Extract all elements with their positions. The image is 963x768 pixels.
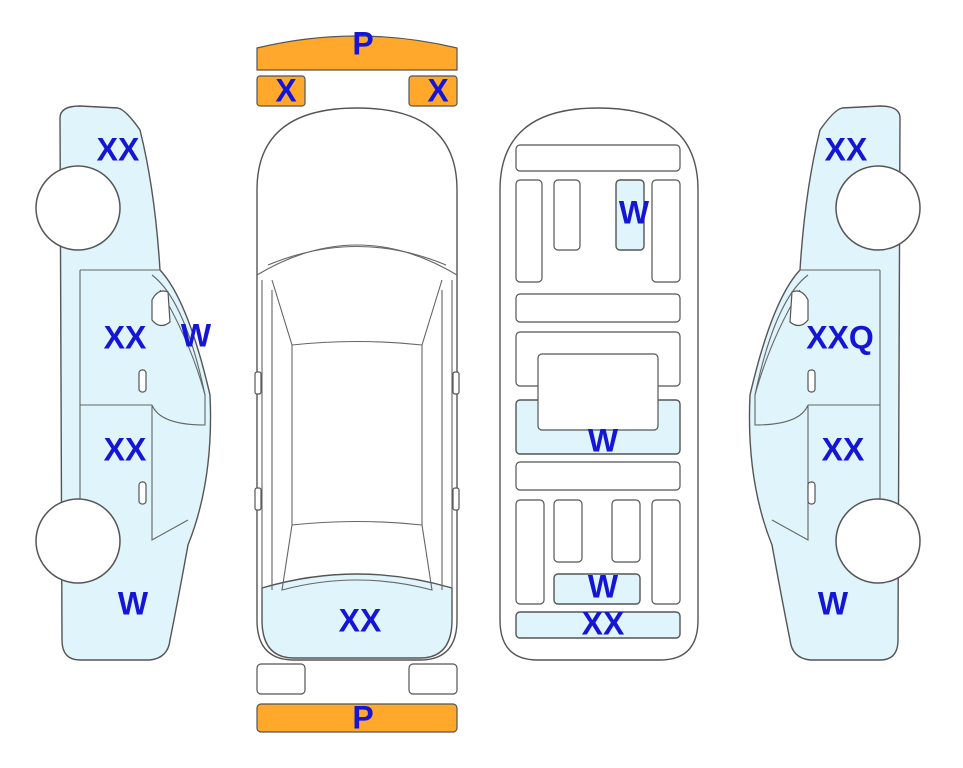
right-front-door-label: XXQ <box>806 319 874 355</box>
left-rear-door-label: XX <box>104 431 147 467</box>
left-front-window-label: W <box>181 317 212 353</box>
front-bumper-part[interactable] <box>256 35 458 71</box>
interior-rear-glass-label: W <box>588 568 619 604</box>
rear-bumper-label: P <box>352 699 373 735</box>
rear-lamp-right-part[interactable] <box>408 663 458 695</box>
interior-rear-panel[interactable] <box>515 611 681 639</box>
right-front-fender-label: XX <box>825 131 868 167</box>
left-side-car <box>35 105 212 661</box>
right-rear-door-label: XX <box>822 431 865 467</box>
interior-windshield-label: W <box>619 194 650 230</box>
rear-bumper-part[interactable] <box>256 703 458 733</box>
interior-rear-panel-label: XX <box>582 605 625 641</box>
right-side-car <box>748 105 921 661</box>
left-front-door-label: XX <box>104 319 147 355</box>
left-front-fender-label: XX <box>97 131 140 167</box>
interior-view <box>499 107 699 661</box>
interior-windshield-panel[interactable] <box>615 179 645 251</box>
interior-center-glass-label: W <box>588 422 619 458</box>
fog-light-left-part[interactable] <box>256 75 306 107</box>
front-bumper-label: P <box>352 25 373 61</box>
fog-right-label: X <box>427 72 449 108</box>
top-trunk-label: XX <box>339 602 382 638</box>
fog-left-label: X <box>275 72 297 108</box>
top-trunk-panel[interactable] <box>261 573 453 659</box>
rear-lamp-left-part[interactable] <box>256 663 306 695</box>
interior-rear-glass-panel[interactable] <box>553 573 641 605</box>
fog-light-right-part[interactable] <box>408 75 458 107</box>
left-quarter-label: W <box>118 585 149 621</box>
right-quarter-label: W <box>818 585 849 621</box>
top-view-car <box>254 107 460 661</box>
